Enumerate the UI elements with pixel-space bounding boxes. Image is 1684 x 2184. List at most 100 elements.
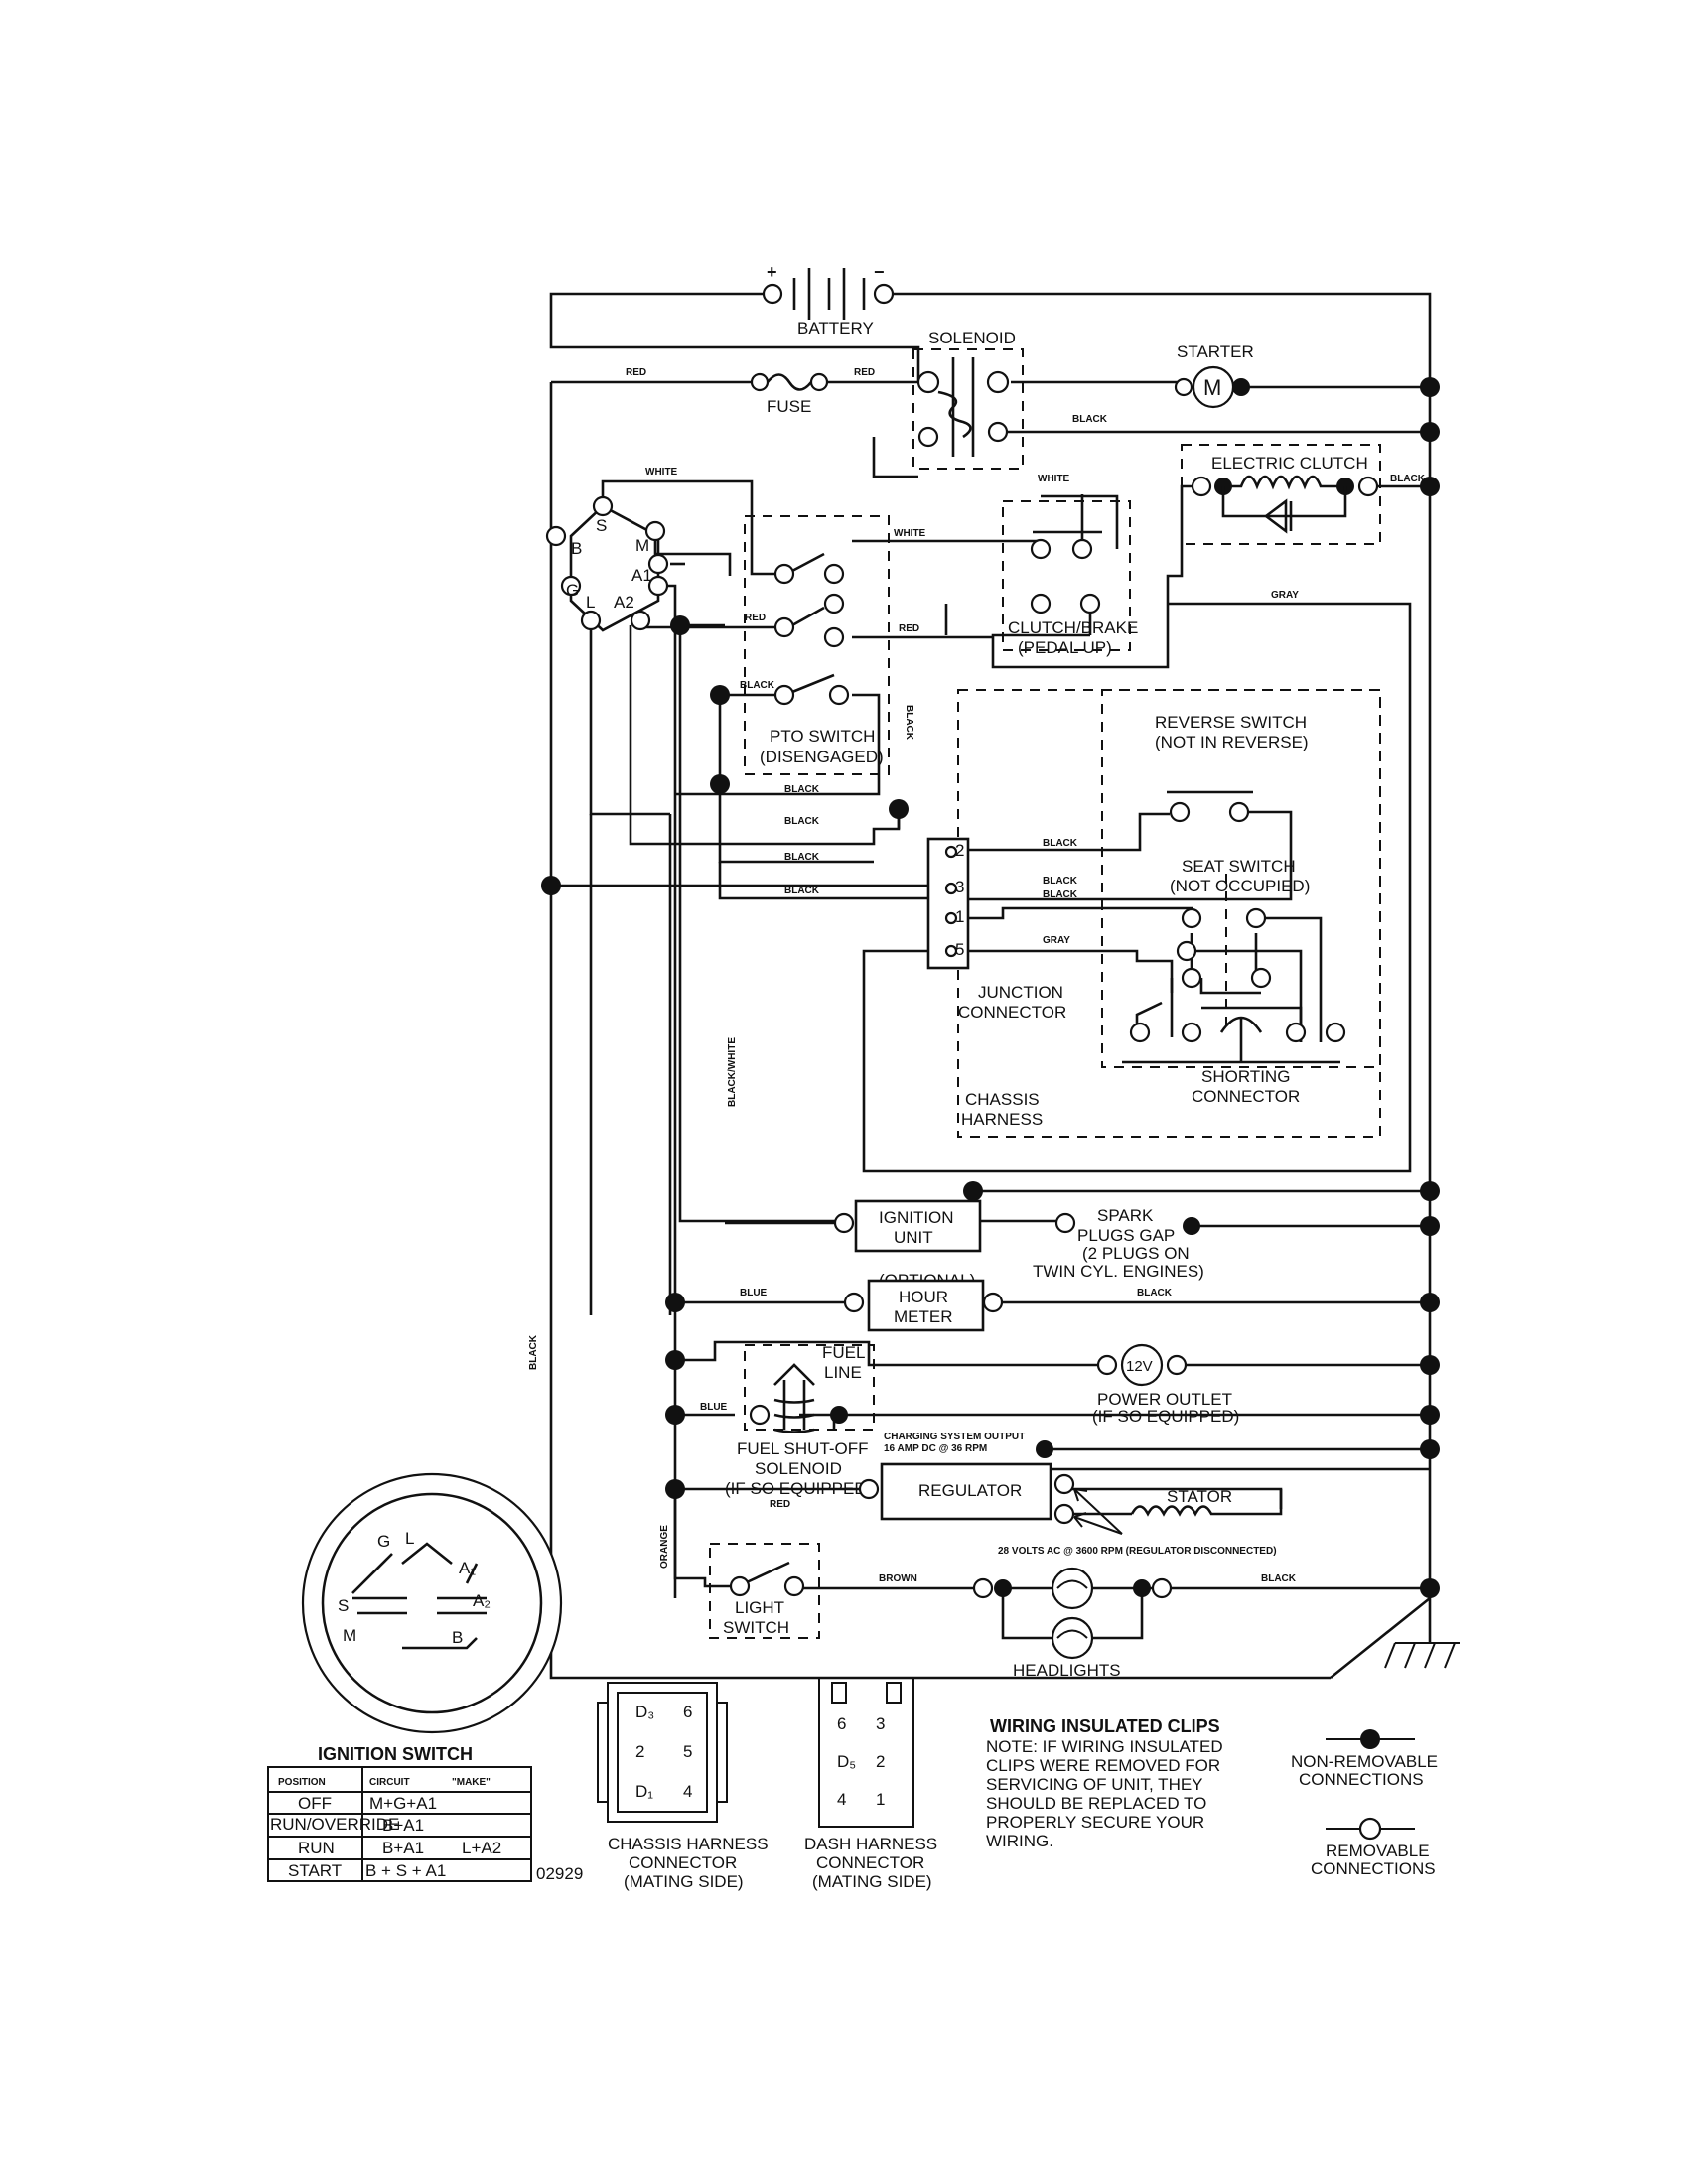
dash-pin-d5: D₅ (837, 1752, 856, 1771)
chassis-pin-d1: D₁ (635, 1782, 653, 1801)
clips-note-line-3: SERVICING OF UNIT, THEY (986, 1775, 1203, 1794)
removable-dot (1358, 1817, 1382, 1841)
battery-plus: + (767, 262, 777, 282)
wire-black-5: BLACK (784, 816, 820, 827)
wire-blue-1: BLUE (740, 1288, 768, 1298)
fuel-sol-label-1: FUEL SHUT-OFF (737, 1439, 869, 1458)
wire-black-2: BLACK (1390, 474, 1426, 484)
row-3-position: RUN (298, 1839, 335, 1857)
fuel-line-1: FUEL (822, 1343, 865, 1362)
row-1-position: OFF (298, 1794, 332, 1813)
ignition-unit-label-1: IGNITION (879, 1208, 954, 1227)
wire-black-9: BLACK (1043, 876, 1078, 887)
ignition-switch-title: IGNITION SWITCH (318, 1744, 473, 1764)
shorting-label-2: CONNECTOR (1192, 1087, 1300, 1106)
wire-black-11: BLACK (1137, 1288, 1173, 1298)
wire-black-8: BLACK (1043, 838, 1078, 849)
clutch-brake-switch: CLUTCH/BRAKE (PEDAL UP) (1008, 530, 1138, 657)
seat-label-2: (NOT OCCUPIED) (1170, 877, 1310, 895)
wire-black-7: BLACK (784, 886, 820, 896)
starter-m: M (1203, 375, 1221, 400)
junction-connector: 2 3 1 5 JUNCTION CONNECTOR CHASSIS HARNE… (926, 837, 1066, 1129)
fuel-sol-label-3: (IF SO EQUIPPED) (725, 1479, 872, 1498)
face-a2: A₂ (473, 1591, 491, 1610)
power-outlet-label-1: POWER OUTLET (1097, 1390, 1232, 1409)
clips-note-line-1: NOTE: IF WIRING INSULATED (986, 1737, 1223, 1756)
ign-m: M (635, 536, 649, 555)
shorting-connector: SHORTING CONNECTOR (1129, 1016, 1346, 1106)
wire-black-6: BLACK (784, 852, 820, 863)
shorting-label-1: SHORTING (1201, 1067, 1290, 1086)
clips-note-line-6: WIRING. (986, 1832, 1053, 1850)
pto-label-2: (DISENGAGED) (760, 748, 884, 766)
pto-label-1: PTO SWITCH (770, 727, 875, 746)
drawing-code: 02929 (536, 1864, 583, 1883)
legend-removable-1: REMOVABLE (1326, 1842, 1430, 1860)
spark-label-2: PLUGS GAP (1077, 1226, 1175, 1245)
wire-black-10: BLACK (1043, 889, 1078, 900)
outlet-12v: 12V (1126, 1358, 1153, 1375)
fuse-label: FUSE (767, 397, 811, 416)
wire-labels: RED RED BLACK WHITE WHITE WHITE BLACK GR… (528, 367, 1426, 1584)
wire-black-3: BLACK (740, 680, 775, 691)
fuse: FUSE (750, 372, 829, 416)
row-3-make: L+A2 (462, 1839, 501, 1857)
face-g: G (377, 1532, 390, 1551)
wire-red-2: RED (854, 367, 875, 378)
legend-removable-2: CONNECTIONS (1311, 1859, 1436, 1878)
non-removable-dot (1360, 1729, 1380, 1749)
chassis-pin-6: 6 (683, 1703, 692, 1721)
clips-note: WIRING INSULATED CLIPS NOTE: IF WIRING I… (986, 1716, 1223, 1850)
fuel-line-2: LINE (824, 1363, 862, 1382)
starter: STARTER M (1174, 342, 1254, 409)
ignition-unit: IGNITION UNIT SPARK PLUGS GAP (2 PLUGS O… (833, 1199, 1204, 1281)
battery-label: BATTERY (797, 319, 874, 338)
seat-switch: SEAT SWITCH (NOT OCCUPIED) (1170, 857, 1310, 989)
wire-red-1: RED (626, 367, 646, 378)
ignition-switch-face: G L A₁ S A₂ M B (301, 1472, 563, 1734)
battery-minus: − (874, 262, 885, 282)
pin-2: 2 (955, 841, 964, 860)
chassis-pin-4: 4 (683, 1782, 692, 1801)
fuel-shutoff-solenoid: FUEL LINE FUEL SHUT-OFF SOLENOID (IF SO … (725, 1343, 872, 1498)
dash-pin-3: 3 (876, 1714, 885, 1733)
hour-meter: (OPTIONAL) HOUR METER (843, 1271, 1004, 1332)
junction-label-2: CONNECTOR (958, 1003, 1066, 1022)
wire-black-12: BLACK (1261, 1573, 1297, 1584)
wire-black-1: BLACK (1072, 414, 1108, 425)
chassis-label-3-text: (MATING SIDE) (624, 1872, 744, 1891)
wire-red-5: RED (770, 1499, 790, 1510)
dash-harness-connector: 6 3 D₅ 2 4 1 DASH HARNESS CONNECTOR (MAT… (804, 1677, 937, 1891)
dash-pin-4: 4 (837, 1790, 846, 1809)
wire-black-14: BLACK (528, 1334, 539, 1370)
electric-clutch-label: ELECTRIC CLUTCH (1211, 454, 1368, 473)
dash-label-3-text: (MATING SIDE) (812, 1872, 932, 1891)
chassis-label-1: CHASSIS (965, 1090, 1040, 1109)
chassis-pin-2: 2 (635, 1742, 644, 1761)
dash-label-2-text: CONNECTOR (816, 1853, 924, 1872)
th-circuit: CIRCUIT (369, 1777, 410, 1788)
ignition-table: POSITION CIRCUIT "MAKE" OFF M+G+A1 RUN/O… (267, 1766, 532, 1882)
chassis-pin-d3: D₃ (635, 1703, 654, 1721)
headlights-label: HEADLIGHTS (1013, 1661, 1121, 1680)
row-1-circuit: M+G+A1 (369, 1794, 437, 1813)
wire-red-3: RED (745, 613, 766, 623)
reverse-label-1: REVERSE SWITCH (1155, 713, 1307, 732)
ign-g: G (566, 581, 579, 600)
power-outlet-label-2: (IF SO EQUIPPED) (1092, 1407, 1239, 1426)
stator-label: STATOR (1167, 1487, 1232, 1506)
clips-note-line-4: SHOULD BE REPLACED TO (986, 1794, 1206, 1813)
power-outlet: 12V POWER OUTLET (IF SO EQUIPPED) (1092, 1343, 1239, 1426)
reverse-switch: REVERSE SWITCH (NOT IN REVERSE) (1155, 713, 1309, 823)
clips-note-line-5: PROPERLY SECURE YOUR (986, 1813, 1204, 1832)
chassis-label-2-text: CONNECTOR (629, 1853, 737, 1872)
regulator: CHARGING SYSTEM OUTPUT 16 AMP DC @ 36 RP… (858, 1432, 1283, 1557)
headlights: HEADLIGHTS (972, 1567, 1173, 1680)
ign-a2: A2 (614, 593, 634, 612)
wire-brown: BROWN (879, 1573, 917, 1584)
wire-gray-1: GRAY (1271, 590, 1299, 601)
chassis-label-2: HARNESS (961, 1110, 1043, 1129)
solenoid-label: SOLENOID (928, 329, 1016, 347)
ign-l: L (586, 593, 595, 612)
charging-label-2: 16 AMP DC @ 36 RPM (884, 1443, 987, 1454)
